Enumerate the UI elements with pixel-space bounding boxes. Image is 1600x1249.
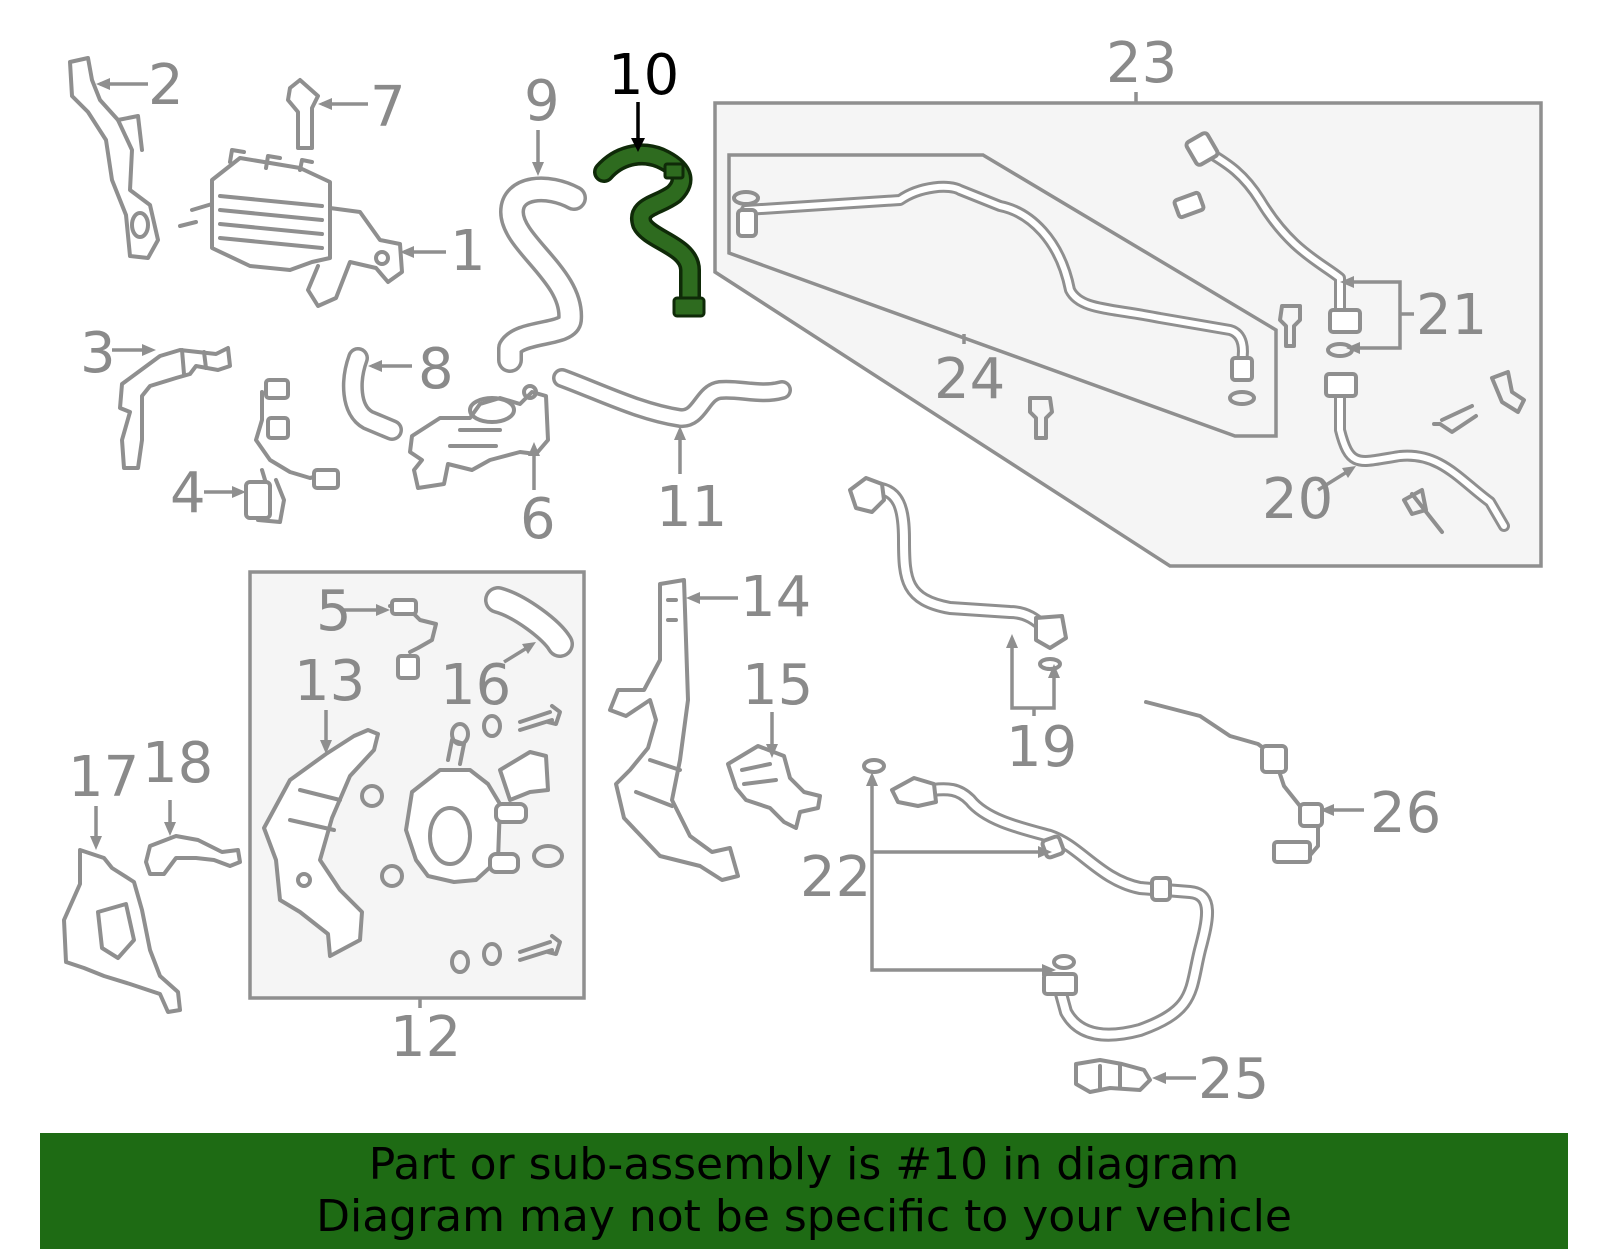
callout-8: 8 (418, 337, 454, 402)
part-7-hose[interactable] (286, 78, 320, 150)
callout-7: 7 (370, 75, 406, 140)
callout-5: 5 (316, 579, 352, 644)
part-11-hose[interactable] (552, 368, 792, 428)
part-10-clamp (672, 296, 706, 318)
part-10-clamp-top (663, 162, 685, 180)
callout-2: 2 (148, 53, 184, 118)
part-24-pipe[interactable] (732, 180, 1256, 406)
part-5-sensor[interactable] (388, 598, 438, 680)
part-21-pipe[interactable] (1172, 131, 1362, 358)
callout-3: 3 (80, 321, 116, 386)
part-9-hose[interactable] (497, 176, 587, 373)
callout-9: 9 (524, 69, 560, 134)
callout-16: 16 (440, 653, 511, 718)
part-10-hose-highlighted[interactable] (593, 143, 706, 318)
callout-24: 24 (934, 347, 1005, 412)
part-17-shield[interactable] (62, 848, 182, 1014)
part-6-pump[interactable] (408, 384, 550, 490)
callout-4: 4 (170, 461, 206, 526)
part-20-pipe[interactable] (1324, 370, 1526, 534)
part-4-harness[interactable] (244, 378, 340, 524)
part-3-bracket[interactable] (118, 346, 232, 470)
callout-19: 19 (1006, 715, 1077, 780)
part-23-bolts[interactable] (1028, 304, 1478, 440)
info-banner: Part or sub-assembly is #10 in diagram D… (40, 1133, 1568, 1249)
part-25-clip[interactable] (1074, 1058, 1152, 1094)
part-12-water-pump[interactable] (404, 738, 550, 884)
callout-17: 17 (68, 745, 139, 810)
banner-line-2: Diagram may not be specific to your vehi… (316, 1191, 1292, 1242)
callout-23: 23 (1106, 31, 1177, 96)
part-1-cooler-assembly[interactable] (178, 148, 404, 308)
part-8-hose[interactable] (341, 347, 403, 441)
callout-6: 6 (520, 487, 556, 552)
part-16-hose[interactable] (484, 586, 574, 658)
part-12-fasteners[interactable] (360, 704, 564, 974)
part-10-hose-body (596, 147, 698, 313)
callout-15: 15 (742, 653, 813, 718)
part-22-pipe[interactable] (862, 758, 1214, 1042)
group-box-24 (727, 153, 1278, 438)
callout-labels: 1 2 3 4 5 6 7 8 9 10 11 12 13 14 15 16 1… (68, 31, 1487, 1112)
part-2-bracket[interactable] (68, 56, 160, 260)
part-26-sensor[interactable] (1144, 700, 1324, 864)
part-19-pipe[interactable] (848, 476, 1068, 671)
part-15-module[interactable] (726, 744, 822, 830)
part-14-bracket[interactable] (608, 578, 740, 882)
callout-12: 12 (390, 1005, 461, 1070)
callout-1: 1 (450, 219, 486, 284)
callout-13: 13 (294, 649, 365, 714)
callout-10: 10 (608, 43, 679, 108)
callout-22: 22 (800, 845, 871, 910)
leader-lines (90, 78, 1414, 1084)
part-13-bracket[interactable] (262, 728, 380, 958)
callout-21: 21 (1416, 283, 1487, 348)
callout-26: 26 (1370, 781, 1441, 846)
callout-18: 18 (142, 731, 213, 796)
callout-20: 20 (1262, 467, 1333, 532)
callout-11: 11 (656, 475, 727, 540)
callout-25: 25 (1198, 1047, 1269, 1112)
callout-14: 14 (740, 565, 811, 630)
part-18-bracket[interactable] (144, 834, 242, 876)
banner-line-1: Part or sub-assembly is #10 in diagram (368, 1139, 1240, 1190)
